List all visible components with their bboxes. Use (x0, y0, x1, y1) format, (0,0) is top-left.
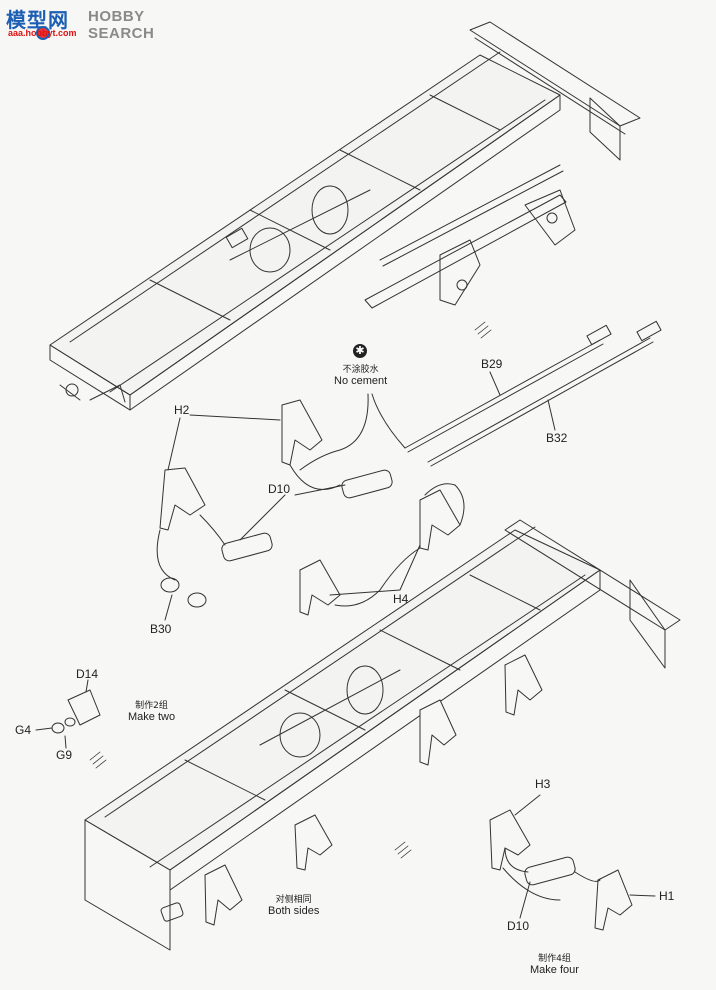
rods (299, 320, 662, 471)
label-b30: B30 (150, 622, 172, 636)
watermark-logo: 模型网 HOBBY SEARCH aaa.hobbyt.com (6, 4, 166, 46)
note-make-two-cn: 制作2组 (135, 701, 168, 711)
note-no-cement: 不涂胶水 No cement (334, 362, 387, 387)
label-h3: H3 (535, 777, 551, 791)
label-g4: G4 (15, 723, 32, 737)
label-b29: B29 (481, 357, 503, 371)
no-cement-icon: ✱ (353, 344, 367, 358)
note-make-four-cn: 制作4组 (538, 954, 571, 964)
label-d14: D14 (76, 667, 99, 681)
label-d10-bottom: D10 (507, 919, 530, 933)
note-both-sides-en: Both sides (268, 905, 320, 917)
suspension-arms-top (156, 399, 465, 621)
hatch-marks (89, 321, 492, 859)
note-make-two-en: Make two (128, 711, 176, 723)
note-both-sides: 对侧相同 Both sides (268, 892, 319, 917)
d14-g4-g9-parts (35, 679, 101, 749)
upper-chassis-frame (49, 21, 641, 411)
label-d10-top: D10 (268, 482, 291, 496)
note-both-sides-cn: 对侧相同 (275, 895, 312, 905)
label-h4: H4 (393, 592, 409, 606)
note-no-cement-en: No cement (334, 375, 388, 387)
label-g9: G9 (56, 748, 73, 762)
lower-chassis-frame (84, 519, 681, 951)
label-h2: H2 (174, 403, 190, 417)
note-make-two: 制作2组 Make two (128, 698, 175, 723)
upper-suspension-rail (364, 164, 576, 309)
watermark-url: aaa.hobbyt.com (8, 28, 77, 38)
watermark-badge-icon (36, 26, 50, 40)
label-b32: B32 (546, 431, 568, 445)
note-make-four: 制作4组 Make four (530, 951, 579, 976)
note-make-four-en: Make four (530, 964, 579, 976)
watermark-en: HOBBY SEARCH (88, 8, 155, 42)
label-h1: H1 (659, 889, 675, 903)
note-no-cement-cn: 不涂胶水 (342, 365, 379, 375)
lower-right-arms (489, 794, 656, 931)
